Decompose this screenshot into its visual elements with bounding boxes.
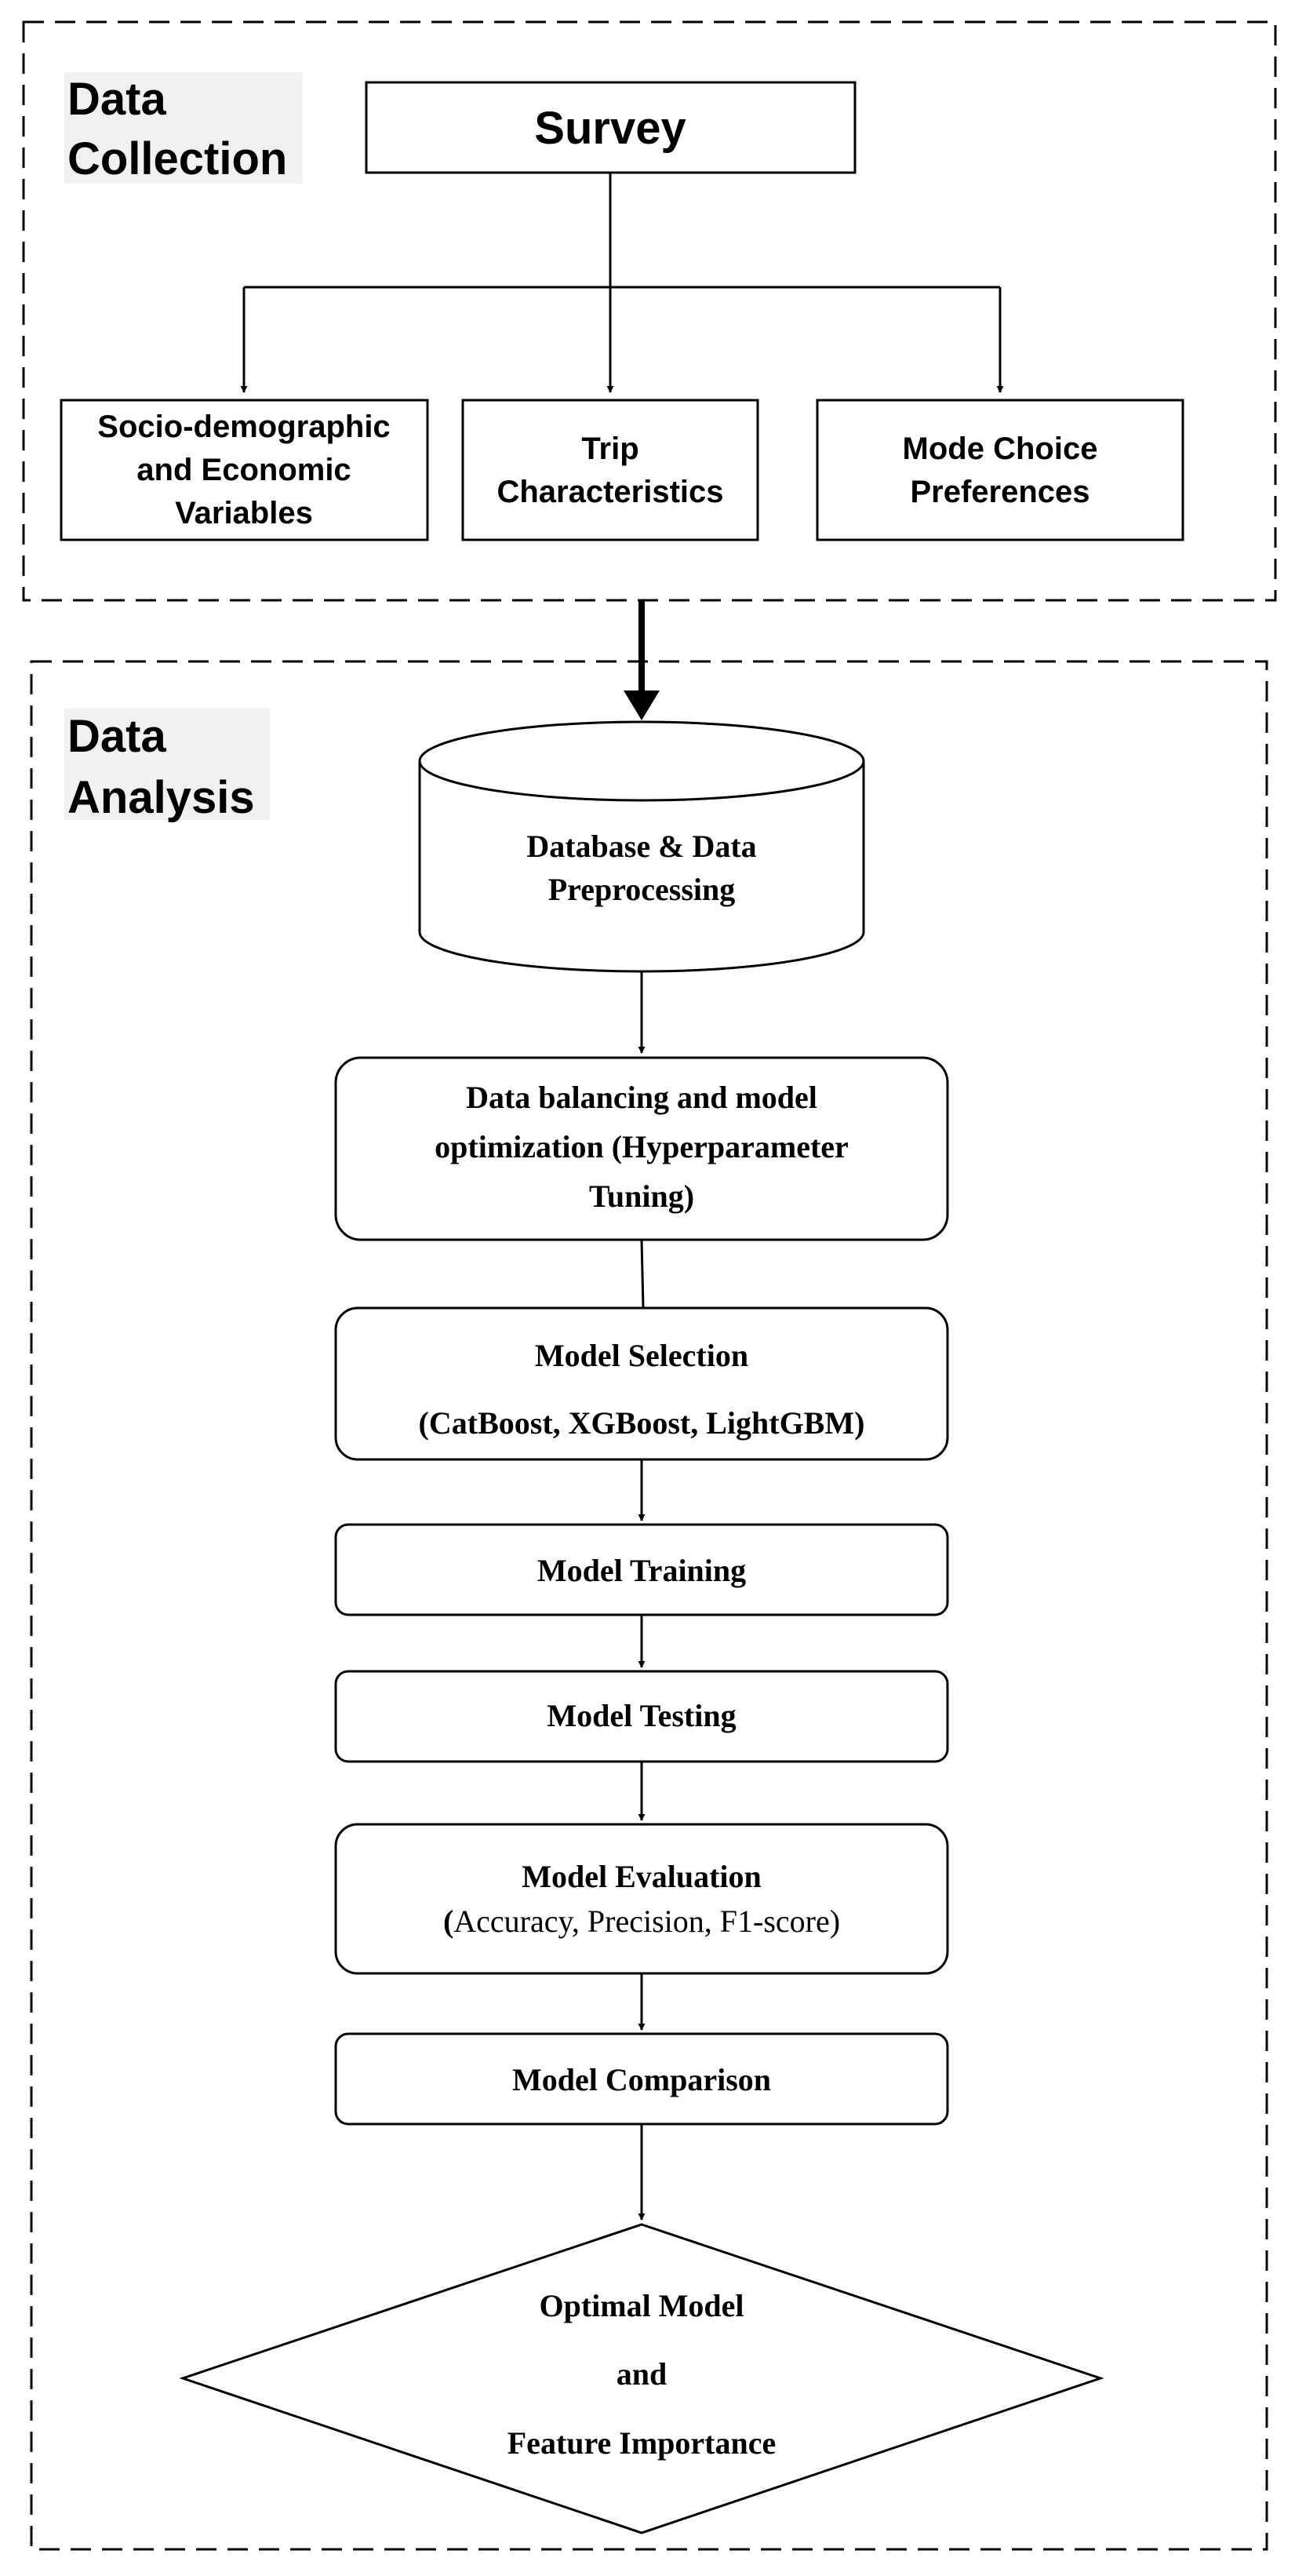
data-analysis-label-line2: Analysis <box>67 772 255 823</box>
socio-demographic-box <box>60 399 429 541</box>
evaluation-metrics: (Accuracy, Precision, F1-score) <box>443 1904 840 1939</box>
line-balancing-to-selection <box>640 1239 645 1309</box>
socio-label-line2: and Economic <box>136 453 351 487</box>
testing-label: Model Testing <box>547 1698 736 1733</box>
socio-label-line3: Variables <box>175 496 313 530</box>
evaluation-metrics-text: Accuracy, Precision, F1-score) <box>453 1904 840 1939</box>
model-evaluation-box <box>334 1823 949 1975</box>
selection-label-line2: (CatBoost, XGBoost, LightGBM) <box>419 1405 865 1441</box>
mode-label-line1: Mode Choice <box>903 432 1098 466</box>
optimal-label-line2: and <box>617 2356 668 2392</box>
evaluation-title: Model Evaluation <box>522 1859 762 1894</box>
mode-label-line2: Preferences <box>910 475 1089 509</box>
data-collection-frame <box>22 20 1277 602</box>
evaluation-paren-open: ( <box>443 1904 453 1939</box>
socio-label-line1: Socio-demographic <box>97 410 390 444</box>
optimal-label-line1: Optimal Model <box>539 2288 744 2323</box>
balancing-label-line3: Tuning) <box>589 1179 694 1214</box>
data-collection-label-line1: Data <box>67 74 166 125</box>
trip-label-line1: Trip <box>581 432 638 466</box>
data-analysis-label-line1: Data <box>67 711 166 762</box>
balancing-label-line1: Data balancing and model <box>466 1080 817 1115</box>
trip-label-line2: Characteristics <box>497 475 723 509</box>
survey-box <box>365 81 857 174</box>
trip-characteristics-box <box>461 399 759 541</box>
data-collection-label-line2: Collection <box>67 133 287 184</box>
comparison-label: Model Comparison <box>512 2062 771 2097</box>
survey-label: Survey <box>534 103 686 154</box>
database-label-line1: Database & Data <box>526 829 756 864</box>
section-connector-arrowhead <box>624 690 660 720</box>
data-analysis-frame <box>30 660 1268 2551</box>
optimal-label-line3: Feature Importance <box>507 2425 777 2461</box>
selection-label-line1: Model Selection <box>535 1338 748 1373</box>
mode-choice-box <box>816 399 1184 541</box>
data-collection-label-bg <box>64 72 303 184</box>
balancing-label-line2: optimization (Hyperparameter <box>435 1129 849 1164</box>
optimal-model-diamond <box>179 2223 1104 2534</box>
data-analysis-label-bg <box>64 709 270 820</box>
training-label: Model Training <box>537 1553 746 1588</box>
database-label-line2: Preprocessing <box>548 872 736 907</box>
